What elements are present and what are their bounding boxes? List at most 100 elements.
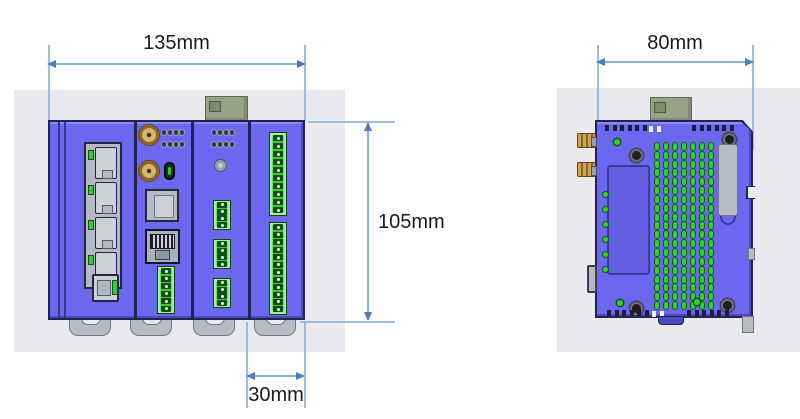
status-led xyxy=(694,299,700,305)
vent-hole xyxy=(690,213,695,221)
front-view xyxy=(48,120,305,320)
arrowhead-icon xyxy=(745,58,754,66)
bottom-vent-slots xyxy=(687,310,729,316)
vent-hole xyxy=(654,204,659,212)
vent-hole xyxy=(708,160,713,168)
vent-hole xyxy=(654,160,659,168)
vent-hole xyxy=(654,178,659,186)
status-led xyxy=(230,130,234,135)
status-led xyxy=(212,142,216,147)
status-led xyxy=(212,130,216,135)
vent-hole xyxy=(681,222,686,230)
vent-hole xyxy=(663,284,668,292)
vent-hole xyxy=(663,240,668,248)
vent-hole xyxy=(708,195,713,203)
status-led xyxy=(224,130,228,135)
vent-hole xyxy=(663,275,668,283)
vent-slot xyxy=(714,125,719,131)
vent-hole xyxy=(699,266,704,274)
screw xyxy=(630,149,643,162)
edge-led xyxy=(603,267,608,272)
vent-slot xyxy=(729,125,734,131)
front-height-dimension-line xyxy=(364,122,372,321)
vent-hole xyxy=(690,195,695,203)
vent-slot xyxy=(687,310,691,316)
terminal-pin xyxy=(273,175,283,181)
vent-hole xyxy=(708,222,713,230)
vent-slot xyxy=(692,125,696,131)
vent-hole xyxy=(663,178,668,186)
vent-hole xyxy=(681,284,686,292)
vent-hole xyxy=(690,284,695,292)
vent-hole xyxy=(663,151,668,159)
vent-hole xyxy=(690,187,695,195)
terminal-block-4pin xyxy=(213,239,231,269)
vent-hole xyxy=(699,302,704,310)
vent-hole xyxy=(690,231,695,239)
vent-hole xyxy=(699,160,704,168)
vent-hole xyxy=(690,249,695,257)
module-separator xyxy=(191,122,194,318)
terminal-pin xyxy=(273,199,283,205)
vent-hole xyxy=(690,151,695,159)
screw xyxy=(723,133,736,146)
status-led xyxy=(174,130,178,135)
extension-line xyxy=(246,322,248,408)
vent-hole xyxy=(699,284,704,292)
extension-line xyxy=(597,45,599,150)
vent-hole xyxy=(699,178,704,186)
vent-hole xyxy=(708,284,713,292)
edge-led xyxy=(603,252,608,257)
terminal-pin xyxy=(273,151,283,157)
bottom-indicator-slots xyxy=(652,311,664,317)
vent-hole xyxy=(699,204,704,212)
vent-hole xyxy=(699,240,704,248)
terminal-pin xyxy=(273,276,283,283)
vent-hole xyxy=(699,195,704,203)
vent-hole xyxy=(690,257,695,265)
vent-hole xyxy=(690,302,695,310)
vent-hole xyxy=(672,213,677,221)
vent-slot xyxy=(620,125,624,131)
terminal-pin xyxy=(217,286,227,293)
vent-hole xyxy=(699,275,704,283)
terminal-pin xyxy=(273,306,283,313)
status-led-row xyxy=(162,130,184,135)
vent-slot xyxy=(612,125,617,131)
extension-line xyxy=(48,45,50,121)
reset-button xyxy=(214,159,227,172)
vent-hole xyxy=(690,142,695,150)
vent-hole xyxy=(672,142,677,150)
port-led xyxy=(88,185,94,195)
vent-hole xyxy=(663,249,668,257)
vent-slot xyxy=(649,126,653,132)
vent-hole xyxy=(681,231,686,239)
top-vent-slots xyxy=(692,125,734,131)
label-recess xyxy=(607,165,650,275)
terminal-pin xyxy=(273,246,283,253)
console-port xyxy=(92,274,119,302)
ethernet-port-stack xyxy=(84,142,122,289)
vent-hole xyxy=(663,169,668,177)
vent-hole xyxy=(663,231,668,239)
din-clip-side xyxy=(742,316,754,333)
terminal-pin xyxy=(217,240,227,247)
vent-slot xyxy=(699,125,704,131)
vent-hole xyxy=(708,151,713,159)
top-power-connector xyxy=(205,96,248,122)
vent-hole xyxy=(690,293,695,301)
vent-slot xyxy=(635,125,639,131)
vent-hole xyxy=(654,231,659,239)
vent-hole xyxy=(681,213,686,221)
terminal-pin xyxy=(273,183,283,189)
vent-hole xyxy=(681,240,686,248)
vent-hole xyxy=(672,151,677,159)
vent-hole xyxy=(681,266,686,274)
front-width-dimension-line xyxy=(47,60,306,68)
vent-hole xyxy=(690,204,695,212)
side-width-dimension-line xyxy=(596,58,754,66)
sfp-port xyxy=(145,189,179,222)
status-led xyxy=(162,130,166,135)
terminal-block-12pin xyxy=(269,222,287,315)
status-led xyxy=(180,142,184,147)
